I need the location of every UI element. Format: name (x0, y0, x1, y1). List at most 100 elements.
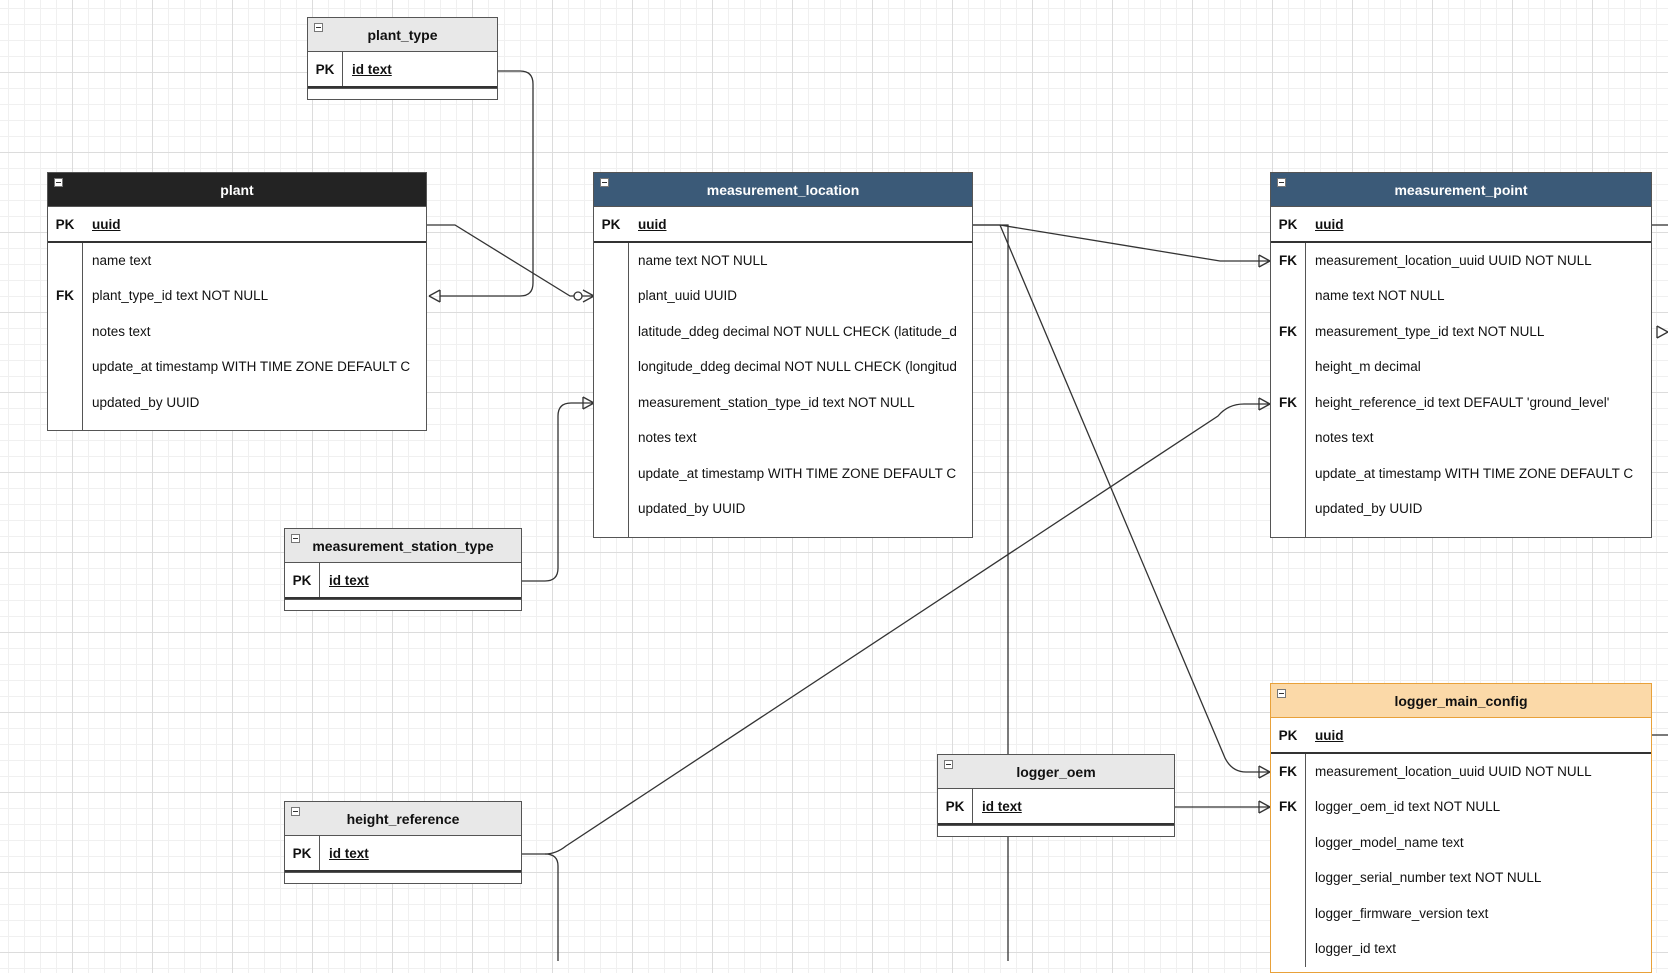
field-label: logger_firmware_version text (1315, 905, 1489, 921)
pk-row[interactable]: PK id text (285, 836, 521, 872)
table-header[interactable]: height_reference (285, 802, 521, 836)
field-row[interactable]: logger_firmware_version text (1271, 896, 1651, 932)
pk-field: id text (982, 799, 1022, 814)
rel-plant-to-measurement-location (427, 224, 594, 297)
table-height-reference[interactable]: height_reference PK id text (284, 801, 522, 884)
crowfoot-plant-type-fk (428, 289, 441, 303)
field-row[interactable]: notes text (594, 420, 972, 456)
rel-station-type-to-location (522, 402, 594, 582)
pk-row[interactable]: PK uuid (594, 207, 972, 243)
field-label: updated_by UUID (1315, 501, 1423, 516)
field-row[interactable]: FK logger_oem_id text NOT NULL (1271, 789, 1651, 825)
table-title: logger_main_config (1394, 693, 1528, 709)
pk-row[interactable]: PK id text (308, 52, 497, 88)
crowfoot-location-logger (1258, 765, 1271, 779)
field-row[interactable]: update_at timestamp WITH TIME ZONE DEFAU… (594, 456, 972, 492)
table-title: plant (220, 182, 254, 198)
field-row[interactable]: plant_uuid UUID (594, 278, 972, 314)
pk-row[interactable]: PK uuid (1271, 718, 1651, 754)
field-list: name text NOT NULL plant_uuid UUID latit… (594, 242, 972, 537)
field-row[interactable]: updated_by UUID (594, 491, 972, 527)
table-title: logger_oem (1016, 764, 1096, 780)
pk-row[interactable]: PK id text (938, 789, 1174, 825)
field-label: height_m decimal (1315, 359, 1421, 374)
field-row[interactable]: name text NOT NULL (1271, 278, 1651, 314)
key-label: FK (1279, 799, 1297, 814)
field-row[interactable]: update_at timestamp WITH TIME ZONE DEFAU… (1271, 456, 1651, 492)
pk-label: PK (601, 217, 621, 232)
table-header[interactable]: measurement_station_type (285, 529, 521, 563)
field-label: measurement_station_type_id text NOT NUL… (638, 394, 915, 410)
field-row[interactable]: latitude_ddeg decimal NOT NULL CHECK (la… (594, 314, 972, 350)
field-label: longitude_ddeg decimal NOT NULL CHECK (l… (638, 359, 957, 374)
field-row[interactable]: name text (48, 243, 426, 279)
crowfoot-location-point (1258, 254, 1271, 268)
key-label: FK (56, 288, 74, 303)
field-row[interactable]: name text NOT NULL (594, 243, 972, 279)
collapse-icon[interactable] (1277, 689, 1286, 698)
collapse-icon[interactable] (291, 807, 300, 816)
field-row[interactable]: logger_serial_number text NOT NULL (1271, 860, 1651, 896)
field-row[interactable]: height_m decimal (1271, 349, 1651, 385)
field-row[interactable]: updated_by UUID (1271, 491, 1651, 527)
field-row[interactable]: updated_by UUID (48, 385, 426, 421)
table-measurement-location[interactable]: measurement_location PK uuid name text N… (593, 172, 973, 538)
key-label: FK (1279, 252, 1297, 268)
collapse-icon[interactable] (944, 760, 953, 769)
pk-row[interactable]: PK uuid (1271, 207, 1651, 243)
field-label: update_at timestamp WITH TIME ZONE DEFAU… (92, 359, 411, 374)
table-header[interactable]: logger_main_config (1271, 684, 1651, 718)
pk-label: PK (945, 799, 965, 814)
field-label: name text NOT NULL (638, 252, 768, 268)
collapse-icon[interactable] (314, 23, 323, 32)
table-title: plant_type (367, 27, 438, 43)
field-label: updated_by UUID (638, 501, 746, 516)
field-row[interactable]: FK measurement_location_uuid UUID NOT NUL… (1271, 243, 1651, 279)
crowfoot-height-reference (1258, 397, 1271, 411)
field-row[interactable]: logger_id text (1271, 931, 1651, 967)
pk-field: uuid (92, 217, 121, 232)
table-header[interactable]: plant (48, 173, 426, 207)
rel-height-reference-down (544, 853, 559, 961)
collapse-icon[interactable] (1277, 178, 1286, 187)
crowfoot-point-right (1656, 325, 1668, 339)
pk-row[interactable]: PK uuid (48, 207, 426, 243)
table-header[interactable]: measurement_point (1271, 173, 1651, 207)
table-plant-type[interactable]: plant_type PK id text (307, 17, 498, 100)
table-title: measurement_point (1394, 182, 1528, 198)
table-header[interactable]: plant_type (308, 18, 497, 52)
field-label: notes text (92, 323, 151, 339)
crowfoot-logger-oem (1258, 800, 1271, 814)
table-header[interactable]: logger_oem (938, 755, 1174, 789)
table-footer (285, 598, 521, 610)
pk-label: PK (315, 62, 335, 77)
field-row[interactable]: measurement_station_type_id text NOT NUL… (594, 385, 972, 421)
table-logger-oem[interactable]: logger_oem PK id text (937, 754, 1175, 837)
table-footer (308, 87, 497, 99)
field-label: logger_oem_id text NOT NULL (1315, 799, 1501, 814)
collapse-icon[interactable] (54, 178, 63, 187)
field-row[interactable]: notes text (48, 314, 426, 350)
table-header[interactable]: measurement_location (594, 173, 972, 207)
collapse-icon[interactable] (291, 534, 300, 543)
key-label: FK (1279, 394, 1297, 410)
rel-location-vertical (973, 224, 1009, 961)
pk-label: PK (1278, 217, 1298, 232)
field-row[interactable]: notes text (1271, 420, 1651, 456)
pk-label: PK (292, 846, 312, 861)
table-measurement-station-type[interactable]: measurement_station_type PK id text (284, 528, 522, 611)
field-row[interactable]: update_at timestamp WITH TIME ZONE DEFAU… (48, 349, 426, 385)
pk-row[interactable]: PK id text (285, 563, 521, 599)
field-label: measurement_location_uuid UUID NOT NULL (1315, 252, 1592, 268)
field-row[interactable]: logger_model_name text (1271, 825, 1651, 861)
field-row[interactable]: longitude_ddeg decimal NOT NULL CHECK (l… (594, 349, 972, 385)
pk-label: PK (55, 217, 75, 232)
collapse-icon[interactable] (600, 178, 609, 187)
